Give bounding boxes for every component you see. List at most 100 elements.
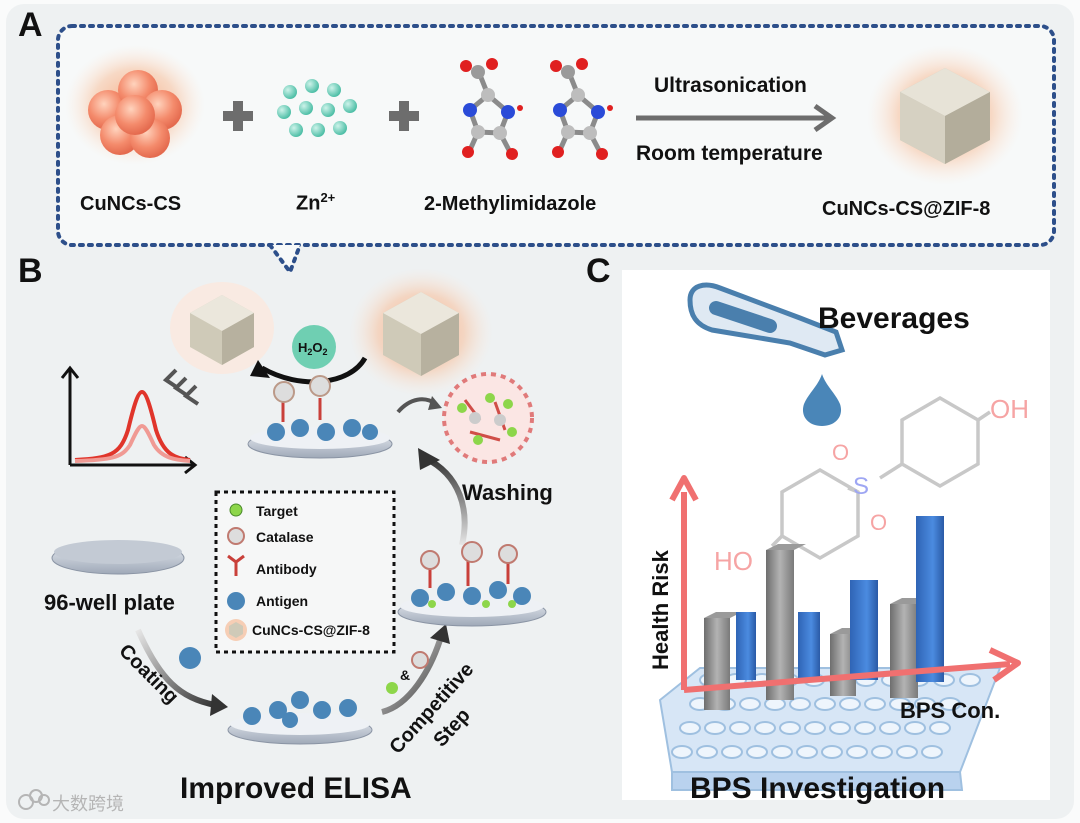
bps-o1: O: [832, 440, 849, 465]
washing-arrow: [423, 455, 468, 546]
well-icon: [854, 721, 876, 735]
health-risk-axis: [669, 475, 699, 690]
panel-b-letter: B: [18, 252, 43, 290]
2-methylimidazole-molecule-icon: [460, 58, 523, 160]
cuncs-cs-label: CuNCs-CS: [80, 193, 182, 215]
catalase-legend-icon: [227, 527, 245, 545]
2-methylimidazole-molecule-icon: [550, 58, 613, 160]
antibody-legend-icon: [227, 554, 245, 576]
legend-cuncs-zif8: CuNCs-CS@ZIF-8: [252, 622, 370, 638]
well-icon: [771, 745, 793, 759]
svg-text:H2O2: H2O2: [298, 340, 328, 357]
health-risk-label: Health Risk: [648, 549, 673, 670]
competitive-plate-icon: [397, 541, 547, 627]
panel-a-dashed-box: [56, 24, 1056, 247]
well-icon: [789, 697, 811, 711]
coating-arrow: [135, 628, 216, 708]
bps-o2: O: [870, 510, 887, 535]
h2o2-badge: H2O2: [292, 325, 336, 369]
catalase-icon: [411, 651, 429, 669]
well-icon: [704, 721, 726, 735]
well-icon: [896, 745, 918, 759]
well-icon: [846, 745, 868, 759]
plus-icon: [223, 101, 253, 131]
bps-oh: OH: [990, 394, 1029, 424]
blue-bar: [798, 612, 820, 682]
product-label: CuNCs-CS@ZIF-8: [822, 198, 991, 220]
ampersand: &: [400, 667, 410, 683]
plate-with-antigens-top: [247, 375, 393, 459]
panel-c-letter: C: [586, 252, 611, 290]
antigen-icon: [179, 647, 201, 669]
methylimidazole-label: 2-Methylimidazole: [424, 193, 597, 215]
antigen-legend-icon: [227, 592, 245, 610]
well-icon: [721, 745, 743, 759]
well-icon: [746, 745, 768, 759]
crystal-icon: [170, 282, 274, 374]
legend-box: Target Catalase Antibody Antigen CuNCs-C…: [214, 490, 396, 654]
gray-bar: [766, 544, 806, 700]
washed-complex-icon: [442, 372, 534, 464]
legend-antigen: Antigen: [256, 593, 308, 609]
legend-antibody: Antibody: [256, 561, 317, 577]
watermark-text: 大数跨境: [52, 794, 124, 815]
well-icon: [914, 697, 936, 711]
legend-target: Target: [256, 503, 298, 519]
well-icon: [729, 721, 751, 735]
well-icon: [921, 745, 943, 759]
well-icon: [754, 721, 776, 735]
legend-catalase: Catalase: [256, 529, 314, 545]
washing-label: Washing: [462, 480, 553, 505]
target-icon: [386, 682, 398, 694]
panel-a-letter: A: [18, 6, 43, 44]
well-icon: [959, 673, 981, 687]
crystal-icon: [349, 268, 493, 396]
zn-charge: 2+: [320, 190, 336, 205]
cuncs-cs-cluster-icon: [65, 45, 205, 165]
well-icon: [696, 745, 718, 759]
bps-ho: HO: [714, 546, 753, 576]
bars-group: [704, 516, 944, 710]
bps-con-label: BPS Con.: [900, 698, 1000, 723]
coated-plate-icon: [227, 691, 373, 745]
crystal-legend-icon: [225, 619, 247, 641]
competitive-arrow: [381, 639, 443, 715]
signal-peak-plot: [60, 365, 198, 475]
bps-concentration-axis: [683, 647, 1021, 693]
well-icon: [671, 745, 693, 759]
well-icon: [739, 697, 761, 711]
well-icon: [814, 697, 836, 711]
well-icon: [796, 745, 818, 759]
well-icon: [679, 721, 701, 735]
callout-pointer: [268, 243, 302, 277]
improved-elisa-title: Improved ELISA: [180, 772, 412, 805]
well-icon: [829, 721, 851, 735]
well-icon: [929, 721, 951, 735]
reaction-arrow: [636, 103, 837, 133]
beverages-label: Beverages: [818, 302, 970, 335]
bps-structure: [770, 395, 991, 561]
plus-icon: [389, 101, 419, 131]
ultrasonication-label: Ultrasonication: [654, 74, 807, 97]
bottle-icon: [687, 282, 846, 426]
well-icon: [939, 697, 961, 711]
well-icon: [864, 697, 886, 711]
well-icon: [839, 697, 861, 711]
plate-label: 96-well plate: [44, 590, 175, 615]
drop-icon: [802, 374, 842, 426]
zn-ions-icon: [277, 79, 357, 137]
well-icon: [779, 721, 801, 735]
96-well-plate-icon: [51, 540, 185, 575]
blue-bar: [850, 580, 878, 680]
cuncs-cs-zif8-crystal-icon: [867, 45, 1023, 185]
well-icon: [871, 745, 893, 759]
gray-bar: [704, 612, 742, 710]
triple-chevron-icon: [162, 368, 200, 406]
arrow-head: [250, 360, 270, 378]
target-legend-icon: [229, 503, 243, 517]
well-icon: [879, 721, 901, 735]
zn-label: Zn2+: [296, 190, 336, 215]
watermark-logo-icon: [18, 789, 50, 810]
blue-bar: [916, 516, 944, 682]
